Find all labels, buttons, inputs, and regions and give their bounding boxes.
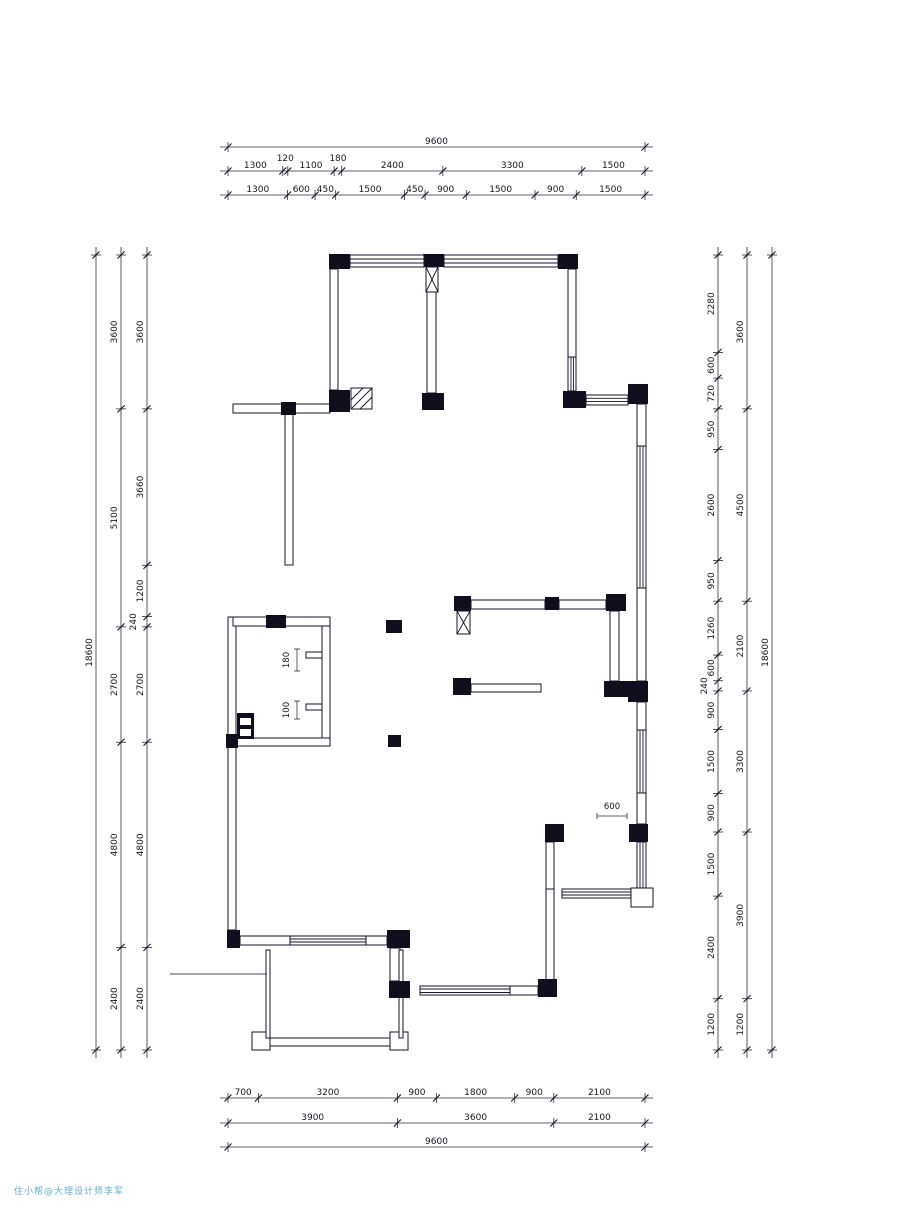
dim-label: 900 — [707, 701, 717, 718]
dim-label: 720 — [707, 385, 717, 402]
dim-strip-top-row-1: 1300 120 1100 180 2400 3300 1500 — [220, 154, 653, 176]
dim-label: 1260 — [707, 616, 717, 639]
wall-junction-box — [630, 887, 654, 908]
annotation-100: 100 — [282, 700, 300, 720]
annotation-label: 600 — [604, 802, 620, 812]
dim-label: 450 — [317, 185, 334, 195]
dim-label: 1200 — [707, 1013, 717, 1036]
dim-label: 240 — [129, 613, 139, 630]
dim-strip-left-total: 18600 — [85, 247, 101, 1058]
dim-label: 3200 — [316, 1088, 339, 1098]
dim-strip-left-row-1: 3600 5100 2700 4800 2400 — [110, 247, 126, 1058]
dim-label: 2100 — [588, 1113, 611, 1123]
dim-label: 3600 — [464, 1113, 487, 1123]
dim-label: 180 — [329, 154, 346, 164]
dim-label: 900 — [547, 185, 564, 195]
dim-label: 3660 — [136, 475, 146, 498]
dim-strip-right-row-2: 3600 4500 2100 3300 3900 1200 — [736, 247, 752, 1058]
dim-label: 1100 — [300, 161, 323, 171]
dim-strip-left-row-2: 3600 3660 1200 240 2700 4800 2400 — [129, 247, 152, 1058]
dim-label: 3600 — [136, 320, 146, 343]
dim-label: 2280 — [707, 292, 717, 315]
dim-strip-bottom-row-1: 700 3200 900 1800 900 2100 — [220, 1088, 653, 1103]
dim-label: 3900 — [301, 1113, 324, 1123]
fixtures — [237, 266, 471, 739]
dim-strip-right-total: 18600 — [761, 247, 777, 1058]
dim-label: 900 — [408, 1088, 425, 1098]
dim-label: 1800 — [464, 1088, 487, 1098]
dim-label: 950 — [707, 572, 717, 589]
dim-label: 1500 — [707, 852, 717, 875]
dim-label: 3600 — [110, 320, 120, 343]
dim-label: 9600 — [425, 1137, 448, 1147]
structural-columns — [226, 254, 648, 998]
annotation-label: 180 — [282, 652, 292, 668]
dim-label: 900 — [437, 185, 454, 195]
dim-label: 2400 — [110, 987, 120, 1010]
dim-label: 2700 — [136, 673, 146, 696]
dim-label: 1500 — [602, 161, 625, 171]
dim-label: 1200 — [136, 579, 146, 602]
dim-label: 2400 — [381, 161, 404, 171]
dim-label: 3900 — [736, 904, 746, 927]
annotation-180: 180 — [282, 648, 300, 672]
dim-label: 120 — [277, 154, 294, 164]
dim-label: 1500 — [707, 750, 717, 773]
dim-label: 2400 — [136, 987, 146, 1010]
dim-label: 240 — [700, 677, 710, 694]
dim-label: 2600 — [707, 493, 717, 516]
annotation-600: 600 — [596, 802, 628, 819]
dim-strip-top-row-2: 1300 600 450 1500 450 900 1500 900 1500 — [220, 185, 653, 200]
walls — [170, 266, 654, 1051]
dim-label: 2100 — [588, 1088, 611, 1098]
plan-annotations: 180 100 600 — [282, 648, 628, 819]
dim-strip-bottom-total: 9600 — [220, 1137, 653, 1152]
dim-label: 18600 — [761, 638, 771, 667]
dim-label: 3300 — [736, 750, 746, 773]
dim-label: 600 — [707, 659, 717, 676]
dim-label: 2100 — [736, 634, 746, 657]
dim-label: 3600 — [736, 320, 746, 343]
dim-label: 2700 — [110, 673, 120, 696]
dim-strip-bottom-row-2: 3900 3600 2100 — [220, 1113, 653, 1128]
dimension-lines: 9600 1300 120 1100 180 2400 3300 1500 1300 600 450… — [85, 137, 777, 1152]
dim-label: 9600 — [425, 137, 448, 147]
dim-label: 2400 — [707, 936, 717, 959]
annotation-label: 100 — [282, 702, 292, 718]
dim-label: 4800 — [136, 833, 146, 856]
dim-label: 1300 — [244, 161, 267, 171]
windows — [289, 254, 647, 996]
dim-label: 1500 — [599, 185, 622, 195]
dim-label: 600 — [293, 185, 310, 195]
dim-label: 700 — [235, 1088, 252, 1098]
dim-label: 3300 — [501, 161, 524, 171]
dim-label: 1300 — [246, 185, 269, 195]
dim-label: 1200 — [736, 1013, 746, 1036]
dim-label: 4800 — [110, 833, 120, 856]
watermark: 住小帮@大理设计师李军 — [14, 1187, 125, 1197]
dim-label: 18600 — [85, 638, 95, 667]
dim-label: 600 — [707, 356, 717, 373]
dim-label: 900 — [526, 1088, 543, 1098]
dim-strip-top-total: 9600 — [220, 137, 653, 152]
dim-label: 950 — [707, 420, 717, 437]
dim-strip-right-row-1: 2280600720950260095012606002409001500900… — [700, 247, 723, 1058]
dim-label: 5100 — [110, 506, 120, 529]
dim-label: 900 — [707, 804, 717, 821]
dim-label: 1500 — [359, 185, 382, 195]
dim-label: 450 — [406, 185, 423, 195]
dim-label: 4500 — [736, 493, 746, 516]
dim-label: 1500 — [489, 185, 512, 195]
